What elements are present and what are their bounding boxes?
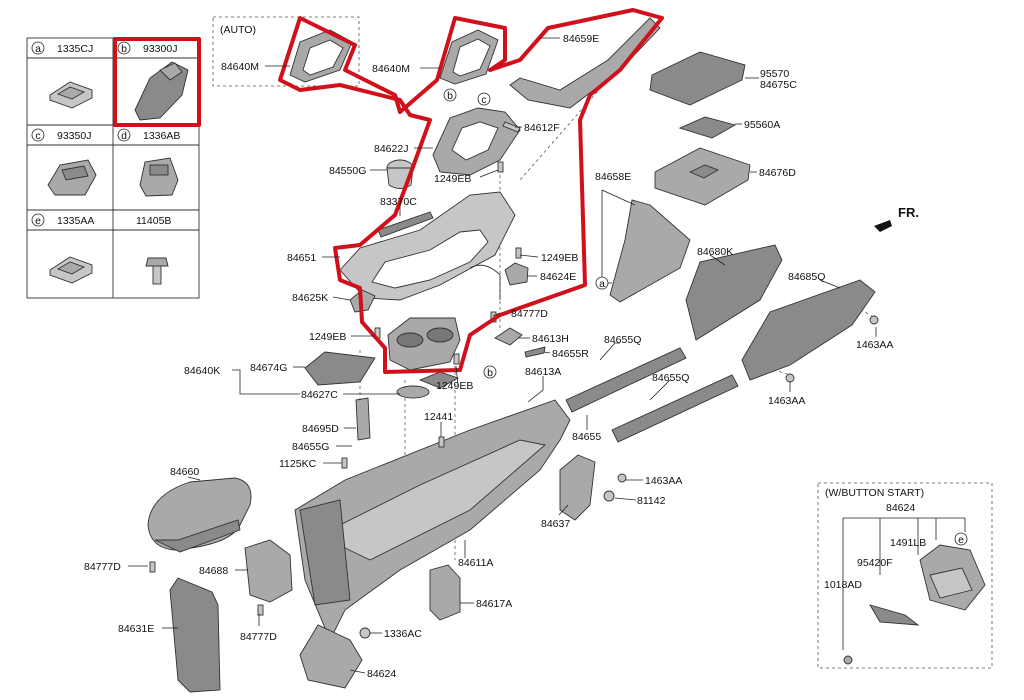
label-84637: 84637	[541, 518, 570, 530]
bolt-icon	[145, 257, 169, 285]
label-84627C: 84627C	[301, 389, 338, 401]
auto-box-title: (AUTO)	[220, 24, 256, 36]
callout-b-top: b	[447, 90, 453, 102]
label-84612F: 84612F	[524, 122, 560, 134]
label-84676D: 84676D	[759, 167, 796, 179]
legend-code-93300J: 93300J	[143, 43, 177, 55]
part-labels: 84640M 84640M 84659E 95570 84675C 84612F…	[84, 33, 926, 680]
label-84625K: 84625K	[292, 292, 328, 304]
label-84655Q-upper: 84655Q	[604, 334, 641, 346]
label-84675C: 84675C	[760, 79, 797, 91]
label-1249EB-lower: 1249EB	[436, 380, 473, 392]
label-84611A: 84611A	[458, 557, 493, 569]
fr-label: FR.	[898, 205, 919, 220]
nut-clip-icon	[139, 157, 179, 197]
callouts: b c a b e	[443, 88, 968, 546]
label-84658E: 84658E	[595, 171, 631, 183]
label-84624-button-start: 84624	[886, 502, 915, 514]
button-start-title: (W/BUTTON START)	[825, 487, 924, 499]
legend-letter-c: c	[35, 130, 40, 142]
callout-c-top: c	[481, 94, 486, 106]
leader-lines	[128, 37, 877, 674]
label-84655: 84655	[572, 431, 601, 443]
label-84617A: 84617A	[476, 598, 512, 610]
label-84624E: 84624E	[540, 271, 576, 283]
label-95560A: 95560A	[744, 119, 780, 131]
label-84777D-upper: 84777D	[511, 308, 548, 320]
label-1463AA-lower: 1463AA	[645, 475, 682, 487]
button-start-box: (W/BUTTON START)	[817, 482, 993, 669]
label-84660: 84660	[170, 466, 199, 478]
label-95420F: 95420F	[857, 557, 893, 569]
label-84655G: 84655G	[292, 441, 329, 453]
label-84640M-auto: 84640M	[221, 61, 259, 73]
label-84659E: 84659E	[563, 33, 599, 45]
label-83370C: 83370C	[380, 196, 417, 208]
label-84613A: 84613A	[525, 366, 561, 378]
label-95570: 95570	[760, 68, 789, 80]
legend-code-11405B: 11405B	[136, 215, 171, 227]
label-84651: 84651	[287, 252, 316, 264]
label-84777D-lower: 84777D	[240, 631, 277, 643]
legend-code-1335CJ: 1335CJ	[57, 43, 93, 55]
label-1249EB-upper: 1249EB	[434, 173, 471, 185]
label-84685Q: 84685Q	[788, 271, 825, 283]
label-1249EB-mid: 1249EB	[541, 252, 578, 264]
label-1491LB: 1491LB	[890, 537, 926, 549]
label-1463AA-right: 1463AA	[856, 339, 893, 351]
legend-code-1335AA: 1335AA	[57, 215, 94, 227]
label-84624: 84624	[367, 668, 396, 680]
legend-table: a 1335CJ b 93300J c 93350J d 1336AB e	[26, 37, 200, 299]
label-84550G: 84550G	[329, 165, 366, 177]
clip-icon	[49, 81, 93, 109]
label-12441: 12441	[424, 411, 453, 423]
legend-code-1336AB: 1336AB	[143, 130, 180, 142]
legend-letter-b: b	[121, 43, 127, 55]
label-1463AA-mid: 1463AA	[768, 395, 805, 407]
legend-letter-a: a	[35, 43, 41, 55]
front-direction-arrow: FR.	[874, 205, 919, 232]
label-84680K: 84680K	[697, 246, 733, 258]
callout-a: a	[599, 278, 605, 290]
auto-variant-box: (AUTO)	[212, 16, 360, 87]
label-84613H: 84613H	[532, 333, 569, 345]
legend-letter-e: e	[35, 215, 41, 227]
label-1249EB-left: 1249EB	[309, 331, 346, 343]
legend-code-93350J: 93350J	[57, 130, 91, 142]
label-84695D: 84695D	[302, 423, 339, 435]
label-84640M: 84640M	[372, 63, 410, 75]
parts	[147, 17, 879, 693]
label-84631E: 84631E	[118, 623, 154, 635]
label-1018AD: 1018AD	[824, 579, 862, 591]
connector-switch-icon	[47, 159, 97, 196]
switch-assembly-icon	[134, 61, 189, 121]
label-81142: 81142	[637, 495, 666, 507]
label-84688: 84688	[199, 565, 228, 577]
label-84622J: 84622J	[374, 143, 408, 155]
highlight-outlines	[113, 8, 664, 374]
clip-icon	[49, 256, 93, 284]
callout-e: e	[958, 534, 964, 546]
label-84777D-left: 84777D	[84, 561, 121, 573]
label-84655R: 84655R	[552, 348, 589, 360]
label-1336AC: 1336AC	[384, 628, 422, 640]
callout-b-lower: b	[487, 367, 493, 379]
label-1125KC: 1125KC	[279, 458, 317, 470]
legend-letter-d: d	[121, 130, 127, 142]
label-84655Q-lower: 84655Q	[652, 372, 689, 384]
label-84674G: 84674G	[250, 362, 287, 374]
label-84640K: 84640K	[184, 365, 220, 377]
